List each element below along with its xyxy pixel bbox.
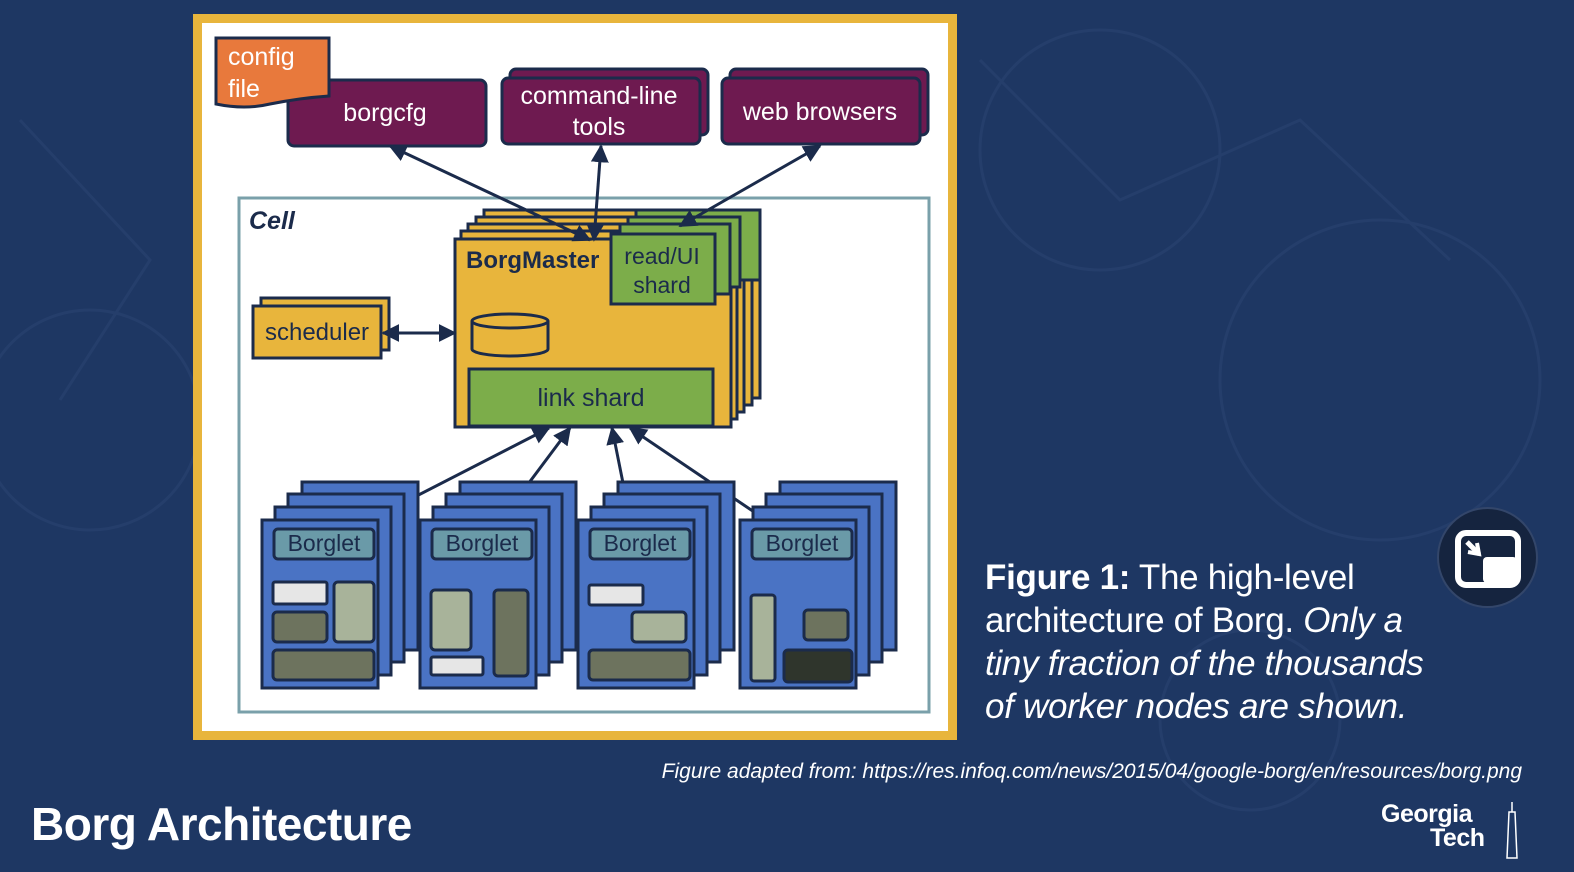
config-file-shape: config file [214, 36, 331, 109]
borg-architecture-diagram: borgcfg command-line tools web browsers … [214, 36, 931, 714]
cell-label: Cell [249, 207, 296, 235]
caption-label: Figure 1: [985, 558, 1131, 597]
command-line-tools-label-line1: command-line [520, 82, 677, 110]
link-shard-label: link shard [538, 384, 645, 412]
figure-source-note: Figure adapted from: https://res.infoq.c… [661, 760, 1522, 783]
borgcfg-label: borgcfg [343, 99, 426, 127]
scheduler-box: scheduler [251, 296, 391, 360]
config-file-label-line2: file [228, 75, 260, 103]
borglet-node: Borglet [576, 480, 736, 690]
slide-title: Borg Architecture [31, 798, 412, 850]
borgmaster-stack: BorgMaster read/UI shard link shard [453, 208, 762, 429]
borglet-label: Borglet [288, 530, 361, 556]
borglet-label: Borglet [446, 530, 519, 556]
web-browsers-label: web browsers [742, 98, 897, 126]
config-file-label-line1: config [228, 43, 295, 71]
scheduler-label: scheduler [265, 319, 369, 346]
web-browsers-box: web browsers [720, 67, 930, 146]
picture-in-picture-exit-icon [1455, 530, 1521, 588]
logo-line2: Tech [1430, 824, 1485, 852]
caption-text: The high-level architecture of Borg. [985, 558, 1355, 640]
database-icon [470, 312, 550, 358]
tower-icon [1506, 802, 1518, 859]
borglet-label: Borglet [766, 530, 839, 556]
borgmaster-label: BorgMaster [466, 247, 599, 274]
borglet-label: Borglet [604, 530, 677, 556]
pip-exit-button[interactable] [1437, 507, 1538, 608]
read-ui-shard-label-line2: shard [633, 272, 691, 298]
read-ui-shard-label-line1: read/UI [624, 243, 699, 269]
borglet-node: Borglet [260, 480, 420, 690]
borglet-node: Borglet [738, 480, 898, 690]
georgia-tech-logo: Georgia Tech [1378, 798, 1528, 860]
command-line-tools-label-line2: tools [573, 113, 626, 141]
borgcfg-box: borgcfg [286, 78, 488, 148]
figure-caption: Figure 1: The high-level architecture of… [985, 556, 1455, 728]
command-line-tools-box: command-line tools [500, 67, 710, 146]
borglet-node: Borglet [418, 480, 578, 690]
logo-line1: Georgia [1381, 800, 1472, 828]
caption-italic-text: Only a tiny fraction of the thousands of… [985, 601, 1424, 726]
